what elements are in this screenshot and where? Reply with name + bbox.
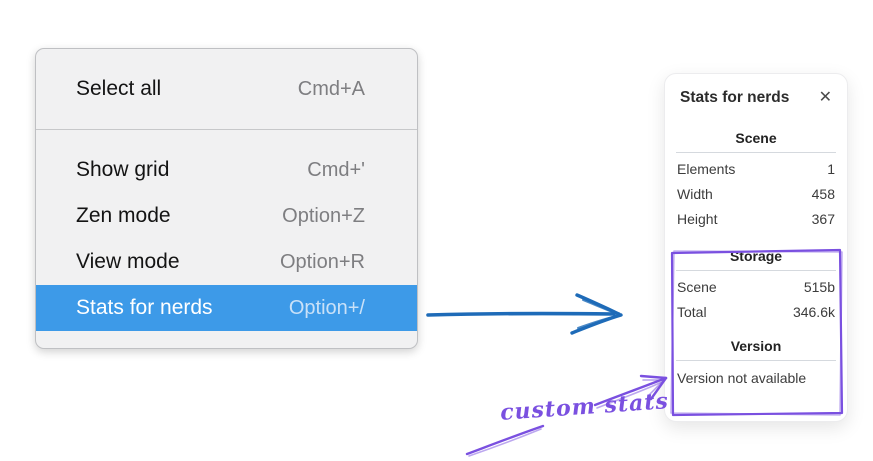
stats-panel: Stats for nerds ✕ Scene Elements 1 Width… <box>664 73 848 422</box>
context-menu-section-bottom: Show grid Cmd+' Zen mode Option+Z View m… <box>36 130 417 348</box>
menu-item-show-grid[interactable]: Show grid Cmd+' <box>36 147 417 193</box>
stat-row-height: Height 367 <box>665 207 847 232</box>
menu-item-shortcut: Cmd+' <box>307 158 365 181</box>
menu-item-shortcut: Cmd+A <box>297 77 365 100</box>
stat-label: Scene <box>677 279 717 295</box>
menu-item-label: View mode <box>76 250 180 273</box>
storage-section: Storage Scene 515b Total 346.6k <box>665 248 847 325</box>
storage-section-heading: Storage <box>729 248 783 264</box>
stat-value: 515b <box>803 279 835 295</box>
scene-section-heading: Scene <box>735 130 777 146</box>
section-divider <box>676 270 836 271</box>
stat-row-width: Width 458 <box>665 182 847 207</box>
menu-divider <box>36 129 417 130</box>
stat-value: 346.6k <box>792 304 835 320</box>
stat-value: 458 <box>811 186 835 202</box>
scene-section: Scene Elements 1 Width 458 Height 367 <box>665 130 847 232</box>
menu-item-select-all[interactable]: Select all Cmd+A <box>36 66 417 112</box>
menu-item-shortcut: Option+R <box>279 250 365 273</box>
section-divider <box>676 152 836 153</box>
menu-item-view-mode[interactable]: View mode Option+R <box>36 239 417 285</box>
stat-value: 1 <box>827 161 835 177</box>
stat-value: 367 <box>811 211 835 227</box>
stat-label: Total <box>677 304 707 320</box>
close-icon[interactable]: ✕ <box>818 89 832 106</box>
context-menu: Select all Cmd+A Show grid Cmd+' Zen mod… <box>35 48 418 349</box>
version-section-heading: Version <box>730 338 782 354</box>
annotation-label: custom stats <box>499 388 670 426</box>
section-divider <box>676 360 836 361</box>
stat-label: Elements <box>677 161 736 177</box>
version-note: Version not available <box>677 370 807 386</box>
version-section: Version Version not available <box>665 338 847 386</box>
context-menu-section-top: Select all Cmd+A <box>36 49 417 129</box>
stat-row-elements: Elements 1 <box>665 157 847 182</box>
blue-arrow <box>426 293 623 335</box>
menu-item-label: Stats for nerds <box>76 296 213 319</box>
menu-item-stats-for-nerds[interactable]: Stats for nerds Option+/ <box>36 285 417 331</box>
stats-panel-header: Stats for nerds ✕ <box>665 74 847 109</box>
menu-item-label: Zen mode <box>76 204 171 227</box>
menu-item-label: Show grid <box>76 158 170 181</box>
menu-item-shortcut: Option+Z <box>282 204 365 227</box>
stat-row-scene-storage: Scene 515b <box>665 275 847 300</box>
stat-label: Width <box>677 186 713 202</box>
menu-item-shortcut: Option+/ <box>288 296 365 319</box>
stat-row-total-storage: Total 346.6k <box>665 300 847 325</box>
menu-item-zen-mode[interactable]: Zen mode Option+Z <box>36 193 417 239</box>
stats-panel-title: Stats for nerds <box>680 89 790 106</box>
menu-item-label: Select all <box>76 77 162 100</box>
stat-label: Height <box>677 211 718 227</box>
